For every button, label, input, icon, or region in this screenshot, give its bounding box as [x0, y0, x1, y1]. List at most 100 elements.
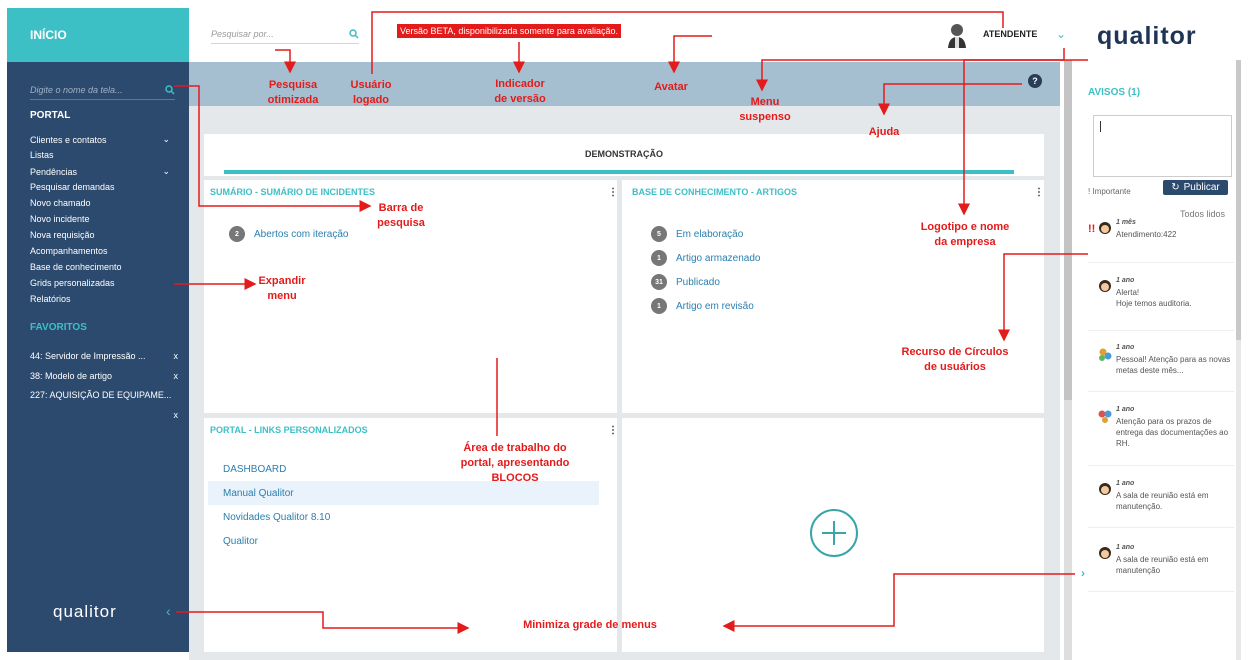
add-block-icon[interactable]: [810, 509, 858, 557]
favorite-item[interactable]: 227: AQUISIÇÃO DE EQUIPAME...: [30, 390, 178, 400]
sidebar-item-label: Pesquisar demandas: [30, 182, 115, 192]
sidebar-item-label: Relatórios: [30, 294, 71, 304]
important-mark: !!: [1088, 223, 1096, 235]
tab-active-indicator: [224, 170, 1014, 174]
remove-favorite-button[interactable]: x: [173, 351, 179, 361]
sidebar-item-grids[interactable]: Grids personalizadas: [30, 278, 170, 288]
sidebar-item-listas[interactable]: Listas: [30, 150, 170, 160]
annotation-avatar: Avatar: [654, 81, 688, 93]
link-hover-highlight: [208, 481, 599, 505]
notices-panel: AVISOS (1) ! Importante ↻Publicar Todos …: [1072, 60, 1242, 660]
sidebar-item-label: Novo incidente: [30, 214, 90, 224]
notice-time: 1 ano: [1116, 344, 1135, 351]
count-badge: 31: [651, 274, 667, 290]
important-checkbox[interactable]: ! Importante: [1088, 187, 1131, 196]
chevron-left-icon[interactable]: ‹: [166, 603, 171, 619]
favorites-section-title: FAVORITOS: [30, 322, 87, 333]
kebab-menu-icon[interactable]: ⋮: [1034, 187, 1044, 198]
row-label: Artigo em revisão: [676, 300, 754, 312]
notices-scrollbar[interactable]: [1236, 60, 1241, 660]
annotation-search-bar: Barra de pesquisa: [377, 202, 425, 229]
group-icon: [1098, 410, 1112, 423]
link-dashboard[interactable]: DASHBOARD: [223, 464, 287, 475]
workspace-scrollbar[interactable]: [1064, 60, 1072, 660]
chevron-down-icon[interactable]: ⌄: [1056, 27, 1067, 41]
company-logo: qualitor: [1097, 22, 1197, 50]
notice-textarea[interactable]: [1093, 115, 1232, 177]
sidebar-item-label: Base de conhecimento: [30, 262, 122, 272]
top-search-input[interactable]: Pesquisar por...: [211, 24, 359, 44]
notice-item[interactable]: 1 ano A sala de reunião está em manutenç…: [1088, 480, 1234, 528]
portal-section-title: PORTAL: [30, 110, 71, 121]
search-icon[interactable]: [165, 84, 175, 95]
favorite-label: 44: Servidor de Impressão ...: [30, 351, 146, 361]
notice-item[interactable]: 1 ano Pessoal! Atenção para as novas met…: [1088, 344, 1234, 392]
chevron-right-icon[interactable]: ›: [1081, 566, 1085, 580]
kebab-menu-icon[interactable]: ⋮: [608, 187, 618, 198]
link-novidades[interactable]: Novidades Qualitor 8.10: [223, 512, 331, 523]
publish-button[interactable]: ↻Publicar: [1163, 180, 1228, 195]
notice-item[interactable]: 1 ano Atenção para os prazos de entrega …: [1088, 406, 1234, 466]
help-icon[interactable]: ?: [1028, 74, 1042, 88]
notice-time: 1 mês: [1116, 219, 1136, 226]
sidebar-item-clientes[interactable]: Clientes e contatos⌄: [30, 134, 170, 145]
notice-text: Pessoal! Atenção para as novas metas des…: [1116, 355, 1231, 375]
notice-text: A sala de reunião está em manutenção.: [1116, 491, 1209, 511]
publish-label: Publicar: [1183, 182, 1220, 193]
notice-time: 1 ano: [1116, 544, 1135, 551]
favorite-item[interactable]: 44: Servidor de Impressão ... x: [30, 351, 178, 361]
notices-title: AVISOS (1): [1088, 87, 1141, 98]
annotation-menu: Menu suspenso: [739, 96, 791, 123]
link-manual[interactable]: Manual Qualitor: [223, 488, 294, 499]
block-title: SUMÁRIO - SUMÁRIO DE INCIDENTES: [210, 187, 376, 197]
favorite-label: 227: AQUISIÇÃO DE EQUIPAME...: [30, 390, 172, 400]
sidebar-item-novo-chamado[interactable]: Novo chamado: [30, 198, 170, 208]
sidebar-item-label: Grids personalizadas: [30, 278, 115, 288]
avatar-icon[interactable]: [947, 22, 967, 48]
article-row[interactable]: 1 Artigo em revisão: [651, 298, 754, 314]
link-qualitor[interactable]: Qualitor: [223, 536, 259, 547]
notice-time: 1 ano: [1116, 480, 1135, 487]
incident-row[interactable]: 2 Abertos com iteração: [229, 226, 349, 242]
remove-favorite-button[interactable]: x: [173, 371, 179, 381]
sidebar-item-pendencias[interactable]: Pendências⌄: [30, 166, 170, 177]
sidebar-item-pesquisar[interactable]: Pesquisar demandas: [30, 182, 170, 192]
block-title: PORTAL - LINKS PERSONALIZADOS: [210, 425, 368, 435]
notice-item[interactable]: 1 ano A sala de reunião está em manutenç…: [1088, 544, 1234, 592]
remove-favorite-button[interactable]: x: [173, 410, 179, 420]
annotation-logo: Logotipo e nome da empresa: [920, 221, 1010, 248]
mark-all-read-link[interactable]: Todos lidos: [1180, 209, 1226, 219]
sidebar-item-novo-incidente[interactable]: Novo incidente: [30, 214, 170, 224]
annotation-search: Pesquisa otimizada: [267, 79, 319, 106]
chevron-down-icon: ⌄: [162, 166, 170, 176]
chevron-down-icon: ⌄: [162, 134, 170, 144]
annotation-minimize: Minimiza grade de menus: [523, 619, 657, 631]
annotation-version: Indicador de versão: [494, 78, 546, 105]
row-label: Abertos com iteração: [254, 228, 349, 240]
user-avatar-icon: [1099, 222, 1111, 234]
notice-time: 1 ano: [1116, 277, 1135, 284]
notice-time: 1 ano: [1116, 406, 1135, 413]
sidebar-item-label: Nova requisição: [30, 230, 95, 240]
notice-item[interactable]: !! 1 mês Atendimento:422: [1088, 219, 1234, 263]
count-badge: 1: [651, 298, 667, 314]
search-icon[interactable]: [349, 28, 359, 39]
annotation-expand: Expandir menu: [258, 275, 306, 302]
sidebar-search-input[interactable]: Digite o nome da tela...: [30, 80, 175, 100]
notice-item[interactable]: 1 ano Alerta! Hoje temos auditoria.: [1088, 277, 1234, 331]
scrollbar-thumb[interactable]: [1236, 60, 1241, 340]
article-row[interactable]: 31 Publicado: [651, 274, 720, 290]
sidebar-home[interactable]: INÍCIO: [7, 8, 189, 62]
sidebar-item-acompanhamentos[interactable]: Acompanhamentos: [30, 246, 170, 256]
tab-demonstracao[interactable]: DEMONSTRAÇÃO: [204, 134, 1044, 176]
sidebar-item-nova-requisicao[interactable]: Nova requisição: [30, 230, 170, 240]
scrollbar-thumb[interactable]: [1064, 60, 1072, 400]
row-label: Publicado: [676, 276, 720, 288]
sidebar-item-base-conhecimento[interactable]: Base de conhecimento: [30, 262, 170, 272]
sidebar-item-relatorios[interactable]: Relatórios: [30, 294, 170, 304]
kebab-menu-icon[interactable]: ⋮: [608, 425, 618, 436]
notice-text: Atendimento:422: [1116, 230, 1177, 239]
